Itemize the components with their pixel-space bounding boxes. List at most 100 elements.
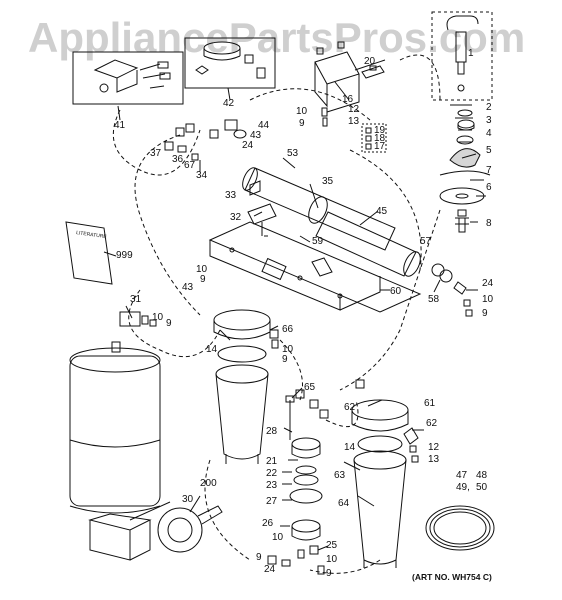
label-14a: 14: [206, 344, 218, 355]
label-36: 36: [172, 154, 184, 165]
label-200: 200: [200, 478, 217, 489]
label-34: 34: [196, 170, 208, 181]
label-25: 25: [326, 540, 338, 551]
inset-faucet-1: [431, 11, 493, 101]
label-49: 49,: [456, 482, 470, 493]
label-24c: 24: [264, 564, 276, 575]
label-31: 31: [130, 294, 142, 305]
label-9e: 9: [282, 354, 288, 365]
label-10c: 10: [482, 294, 494, 305]
label-9b: 9: [200, 274, 206, 285]
label-18: 18: [374, 133, 386, 144]
faucet-components: [439, 109, 491, 233]
label-21: 21: [266, 456, 278, 467]
label-61: 61: [424, 398, 436, 409]
art-number: (ART NO. WH754 C): [412, 572, 492, 582]
tank-valve-31: [119, 311, 157, 327]
control-module-16: [314, 41, 387, 153]
label-13b: 13: [428, 454, 440, 465]
label-33: 33: [225, 190, 237, 201]
label-45: 45: [376, 206, 388, 217]
filter-housing-right: [351, 379, 419, 568]
label-37: 37: [150, 148, 162, 159]
label-13a: 13: [348, 116, 360, 127]
filter-housing-left: [213, 309, 279, 464]
left-fittings: [164, 119, 247, 172]
label-5: 5: [486, 145, 492, 156]
label-2: 2: [486, 102, 492, 113]
label-4: 4: [486, 128, 492, 139]
label-24b: 24: [482, 278, 494, 289]
label-60: 60: [390, 286, 402, 297]
label-28: 28: [266, 426, 278, 437]
label-41: 41: [114, 120, 126, 131]
label-26: 26: [262, 518, 274, 529]
label-19: 19: [374, 125, 386, 136]
label-67: 67: [184, 160, 196, 171]
label-10g: 10: [326, 554, 338, 565]
tubing-routes: [112, 54, 441, 574]
mounting-bracket-60: [208, 221, 422, 313]
label-9a: 9: [299, 118, 305, 129]
label-14b: 14: [344, 442, 356, 453]
label-17: 17: [374, 141, 386, 152]
label-62b: 62: [426, 418, 438, 429]
label-66: 66: [282, 324, 294, 335]
label-10a: 10: [296, 106, 308, 117]
label-50: 50: [476, 482, 488, 493]
label-32: 32: [230, 212, 242, 223]
inset-clamp-42: [184, 37, 276, 89]
label-30: 30: [182, 494, 194, 505]
label-3: 3: [486, 115, 492, 126]
literature-booklet: [65, 221, 113, 285]
label-23: 23: [266, 480, 278, 491]
label-9d: 9: [166, 318, 172, 329]
label-20: 20: [364, 56, 376, 67]
label-6: 6: [486, 182, 492, 193]
label-65: 65: [304, 382, 316, 393]
storage-tank: [69, 341, 161, 561]
leader-lines: [103, 59, 486, 551]
inset-bracket-41: [72, 51, 184, 105]
label-42: 42: [223, 98, 235, 109]
label-43a: 43: [250, 130, 262, 141]
label-24a: 24: [242, 140, 254, 151]
label-43b: 43: [182, 282, 194, 293]
tubing-coil: [425, 505, 495, 551]
label-12b: 12: [428, 442, 440, 453]
label-22: 22: [266, 468, 278, 479]
label-53: 53: [287, 148, 299, 159]
center-stack: [267, 389, 329, 575]
label-12a: 12: [348, 104, 360, 115]
booklet-text: LITERATURE: [76, 230, 108, 240]
label-9f: 9: [256, 552, 262, 563]
label-16: 16: [342, 94, 354, 105]
label-57: 57: [420, 236, 432, 247]
label-9g: 9: [326, 568, 332, 579]
watermark: AppliancePartsPros.com: [28, 14, 526, 61]
brackets: [247, 180, 277, 237]
label-1: 1: [468, 48, 474, 59]
housing-wrench-200: [157, 505, 223, 553]
label-7: 7: [486, 165, 492, 176]
label-64: 64: [338, 498, 350, 509]
membrane-housing: [242, 167, 473, 317]
label-10b: 10: [196, 264, 208, 275]
label-999: 999: [116, 250, 133, 261]
label-44: 44: [258, 120, 270, 131]
label-59: 59: [312, 236, 324, 247]
label-27: 27: [266, 496, 278, 507]
label-47: 47: [456, 470, 468, 481]
label-62a: 62: [344, 402, 356, 413]
label-10d: 10: [152, 312, 164, 323]
label-58: 58: [428, 294, 440, 305]
part-labels: 41 42 1 2 3 4 5 7 6 8 20 16 10 9 12 13 1…: [114, 48, 494, 582]
label-48: 48: [476, 470, 488, 481]
label-35: 35: [322, 176, 334, 187]
label-9c: 9: [482, 308, 488, 319]
label-8: 8: [486, 218, 492, 229]
label-10e: 10: [282, 344, 294, 355]
label-10f: 10: [272, 532, 284, 543]
